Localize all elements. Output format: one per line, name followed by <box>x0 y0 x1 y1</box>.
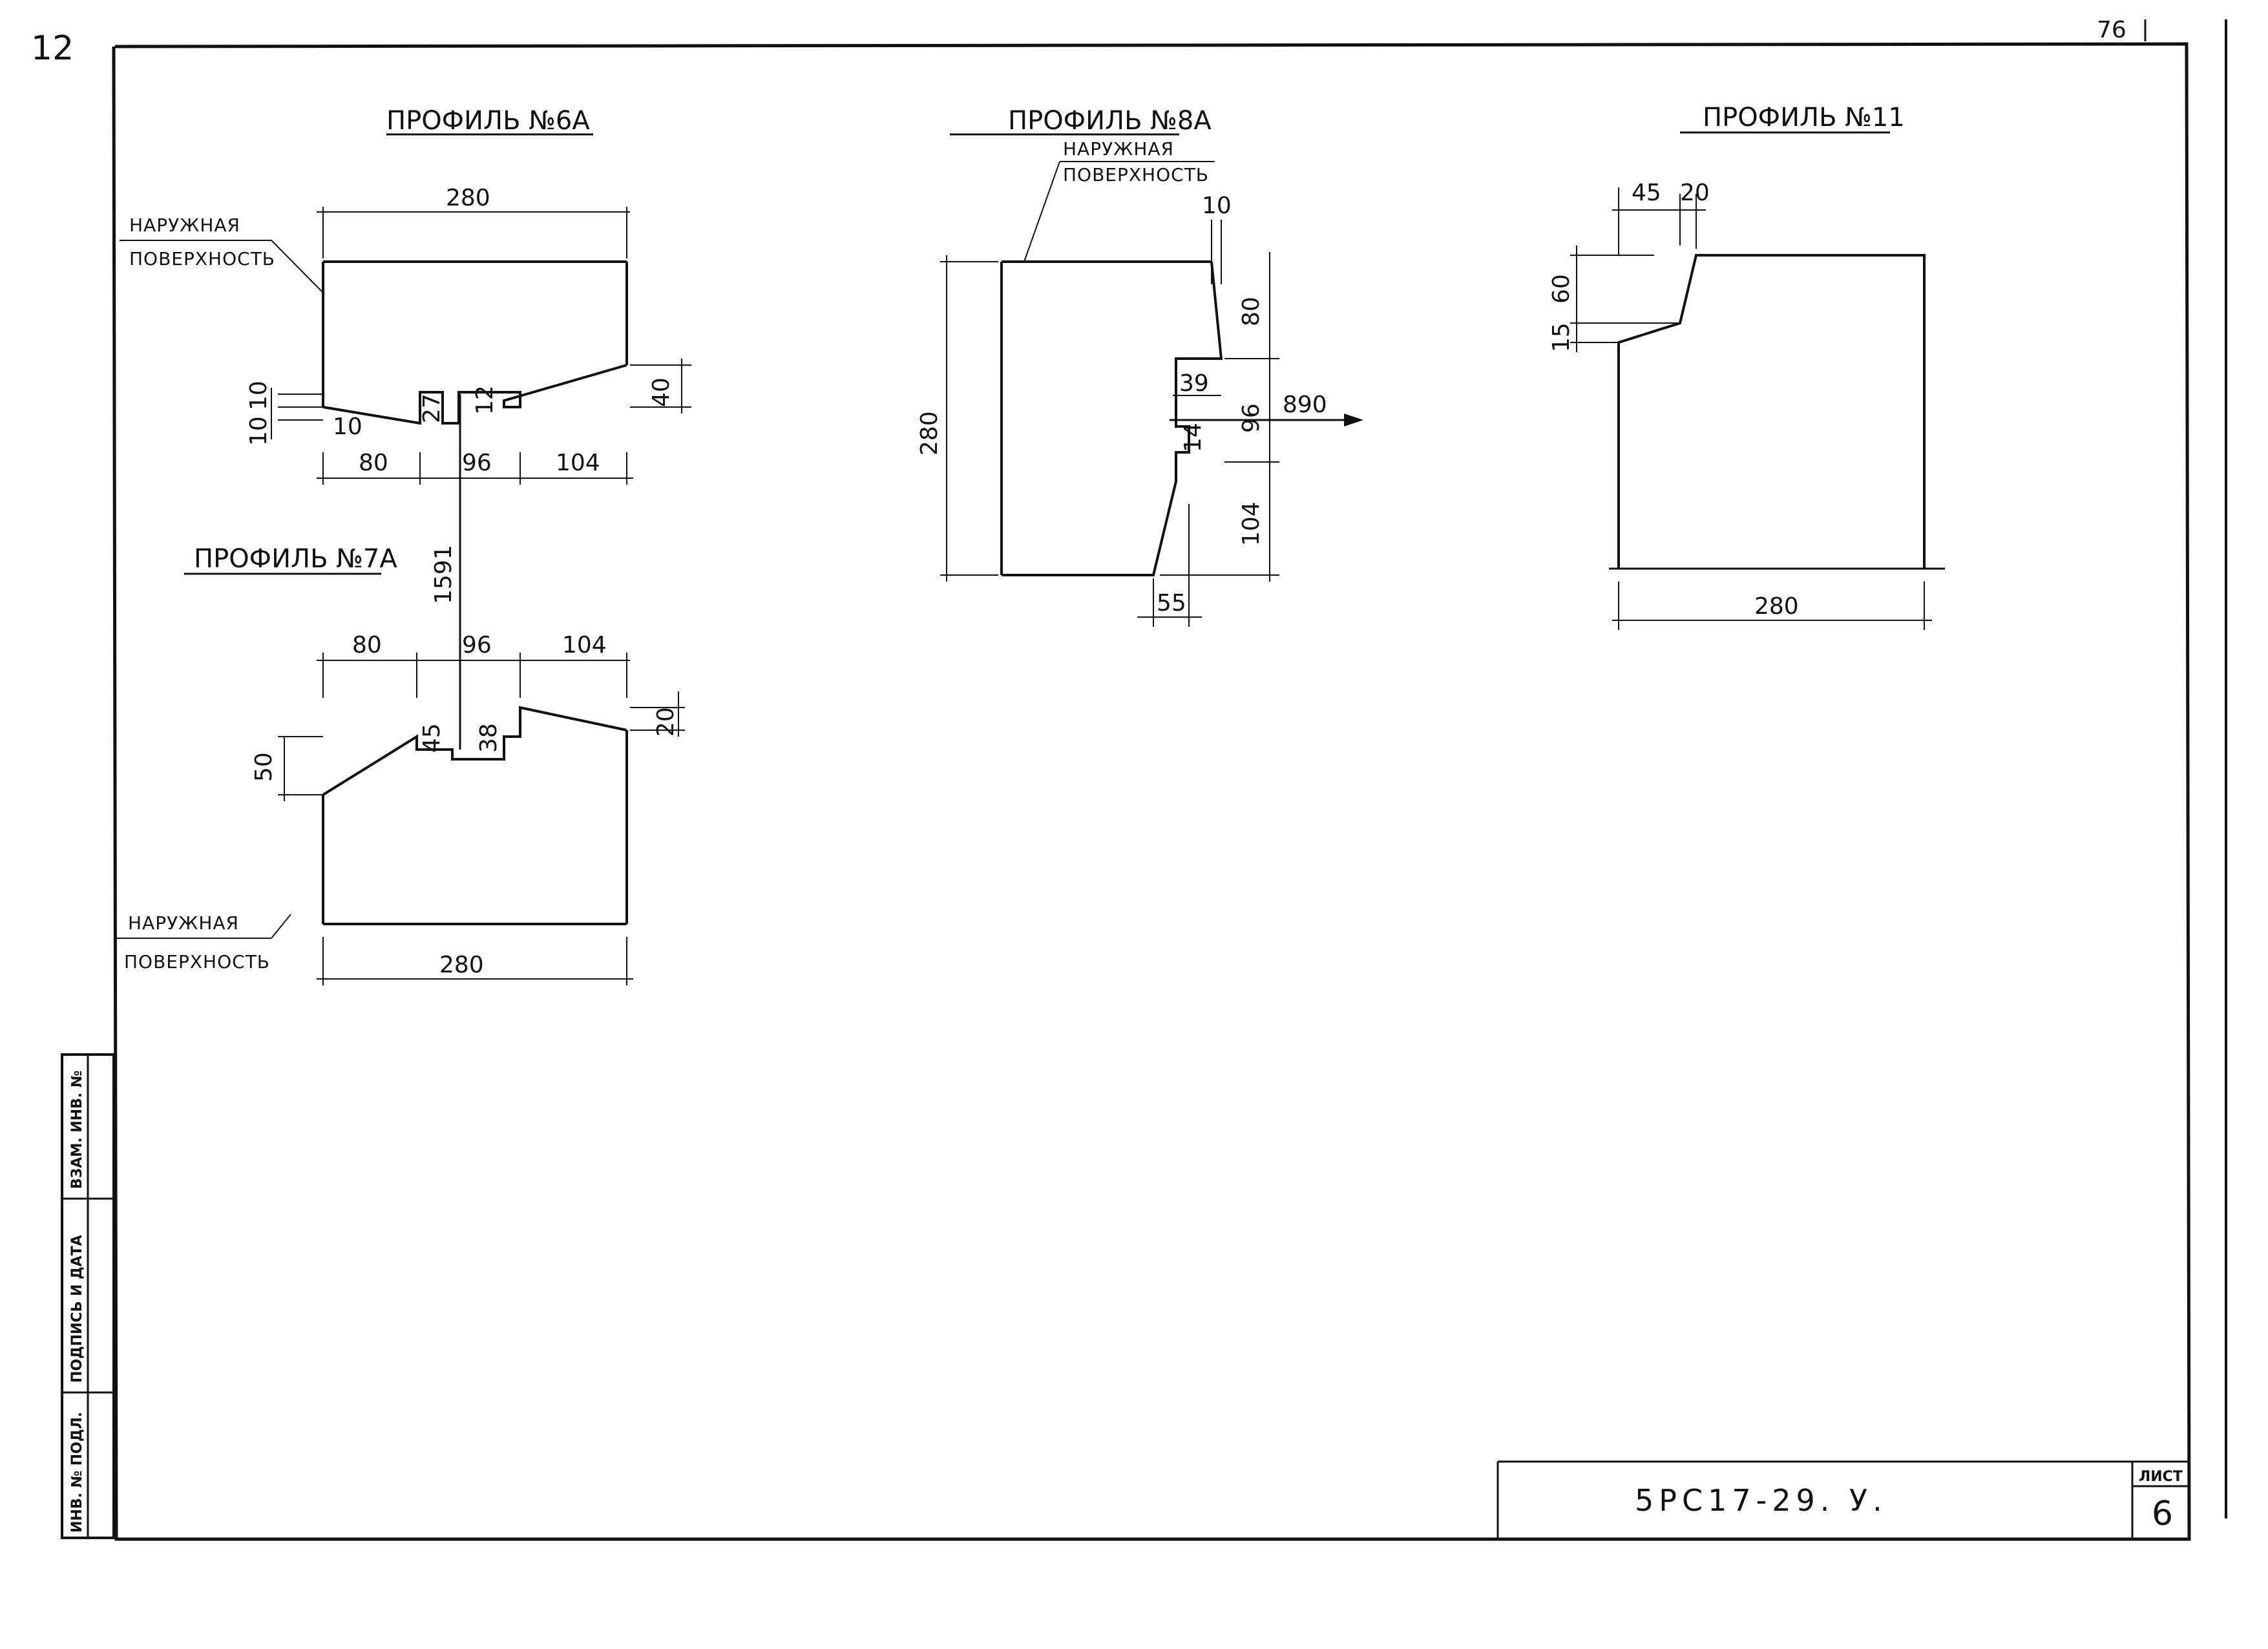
p6a-dim-seg-left: 80 <box>359 450 388 476</box>
p7a-dim-seg-left: 80 <box>352 632 382 658</box>
stamp-sign-label: ПОДПИСЬ И ДАТА <box>69 1235 85 1383</box>
p6a-dim-left-lower: 10 <box>246 416 272 446</box>
profile-6a: ПРОФИЛЬ №6А НАРУЖНАЯ ПОВЕРХНОСТЬ 280 10 … <box>120 106 691 485</box>
sheet-number: 6 <box>2152 1495 2173 1533</box>
p6a-dim-overall-width: 280 <box>446 185 490 211</box>
p6a-dim-groove-depth: 27 <box>419 394 445 423</box>
corner-mark-top-right: 76 <box>2097 17 2126 43</box>
p7a-dim-seg-middle: 96 <box>462 632 492 658</box>
p7a-dim-right-drop: 20 <box>653 707 679 737</box>
title-block: 5РС17-29. У. ЛИСТ 6 <box>1496 1460 2189 1539</box>
p11-dim-chamfer-width: 45 <box>1632 180 1661 206</box>
p8a-dim-tongue-depth: 14 <box>1180 423 1206 452</box>
connector-label: 1591 <box>430 545 457 604</box>
profile-7a-title: ПРОФИЛЬ №7А <box>194 544 397 574</box>
profile-8a-note-line1: НАРУЖНАЯ <box>1063 138 1174 160</box>
p6a-dim-seg-middle: 96 <box>462 450 492 476</box>
profile-6a-note-line1: НАРУЖНАЯ <box>129 215 240 236</box>
p6a-dim-left-step: 10 <box>333 414 362 440</box>
connector-6a-7a: 1591 <box>430 394 461 750</box>
p8a-dim-tongue-length: 39 <box>1179 370 1209 397</box>
p6a-dim-tongue-depth: 12 <box>472 385 498 415</box>
p8a-dim-top-offset: 10 <box>1202 193 1232 219</box>
profile-6a-note-line2: ПОВЕРХНОСТЬ <box>129 248 275 269</box>
drawing-code: 5РС17-29. У. <box>1635 1483 1887 1518</box>
p6a-dim-right-drop: 40 <box>648 377 675 407</box>
profile-8a-title: ПРОФИЛЬ №8А <box>1008 106 1212 136</box>
p6a-dim-seg-right: 104 <box>556 450 600 476</box>
p8a-dim-middle: 96 <box>1238 403 1265 433</box>
p7a-dim-left-drop: 50 <box>251 752 277 782</box>
p11-dim-top-step: 20 <box>1680 180 1710 206</box>
p7a-dim-groove: 45 <box>419 723 445 753</box>
p8a-arrow-label: 890 <box>1283 392 1327 418</box>
profile-6a-title: ПРОФИЛЬ №6А <box>386 106 590 136</box>
p7a-dim-tongue: 38 <box>476 723 502 753</box>
p8a-dim-overall-height: 280 <box>916 411 943 456</box>
p8a-dim-bottom-offset: 55 <box>1157 590 1186 616</box>
profile-7a-note-line1: НАРУЖНАЯ <box>128 912 239 934</box>
p7a-dim-overall-width: 280 <box>439 952 484 978</box>
profile-11-title: ПРОФИЛЬ №11 <box>1703 103 1905 132</box>
sheet-label: ЛИСТ <box>2139 1469 2183 1485</box>
profile-7a-note-line2: ПОВЕРХНОСТЬ <box>124 951 270 972</box>
profile-8a-note-line2: ПОВЕРХНОСТЬ <box>1063 164 1209 185</box>
p11-dim-chamfer-height: 60 <box>1548 274 1575 304</box>
profile-11: ПРОФИЛЬ №11 45 20 60 15 280 <box>1548 103 1945 630</box>
side-stamp: ИНВ. № ПОДЛ. ПОДПИСЬ И ДАТА ВЗАМ. ИНВ. № <box>61 1053 115 1539</box>
p6a-dim-left-upper: 10 <box>246 381 272 410</box>
p7a-dim-seg-right: 104 <box>562 632 607 658</box>
sheet-frame <box>112 42 2191 1541</box>
stamp-replace-label: ВЗАМ. ИНВ. № <box>69 1071 85 1189</box>
p11-dim-bottom-step: 15 <box>1548 322 1575 352</box>
p11-dim-overall-width: 280 <box>1754 593 1799 620</box>
profile-7a: ПРОФИЛЬ №7А 80 96 104 50 45 38 20 280 НА… <box>116 544 685 985</box>
stamp-inv-label: ИНВ. № ПОДЛ. <box>69 1412 85 1533</box>
p8a-dim-upper: 80 <box>1238 297 1265 326</box>
profile-8a: ПРОФИЛЬ №8А НАРУЖНАЯ ПОВЕРХНОСТЬ 10 80 2… <box>916 106 1363 627</box>
corner-mark-top-left: 12 <box>31 29 74 68</box>
p8a-dim-lower: 104 <box>1238 501 1265 546</box>
